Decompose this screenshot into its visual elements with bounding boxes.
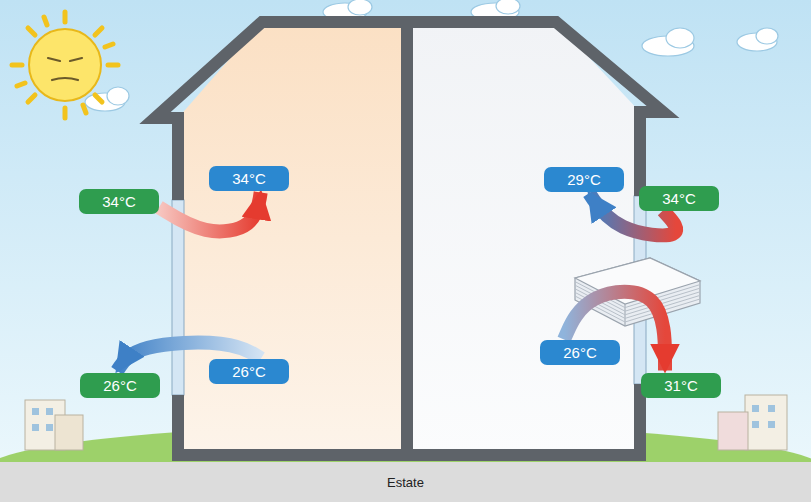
caption-box: Estate <box>0 462 811 502</box>
airflow-arrow <box>159 192 261 231</box>
temperature-text: 31°C <box>664 377 698 394</box>
temperature-label: 34°C <box>209 166 289 191</box>
temperature-text: 34°C <box>232 170 266 187</box>
temperature-text: 29°C <box>567 171 601 188</box>
heat-exchanger <box>575 258 700 326</box>
temperature-text: 34°C <box>102 193 136 210</box>
temperature-text: 26°C <box>232 363 266 380</box>
temperature-label: 34°C <box>639 186 719 211</box>
temperature-text: 34°C <box>662 190 696 207</box>
temperature-label: 26°C <box>80 373 160 398</box>
temperature-label: 31°C <box>641 373 721 398</box>
temperature-label: 26°C <box>209 359 289 384</box>
sun <box>12 12 118 118</box>
caption-bar <box>0 462 811 502</box>
temperature-label: 34°C <box>79 189 159 214</box>
temperature-text: 26°C <box>563 344 597 361</box>
warm-room <box>178 22 407 455</box>
caption-text: Estate <box>387 475 424 490</box>
temperature-label: 26°C <box>540 340 620 365</box>
house-outline <box>155 22 663 455</box>
cool-room <box>407 22 640 455</box>
temperature-text: 26°C <box>103 377 137 394</box>
window <box>172 200 184 395</box>
sky <box>0 0 811 462</box>
temperature-label: 29°C <box>544 167 624 192</box>
